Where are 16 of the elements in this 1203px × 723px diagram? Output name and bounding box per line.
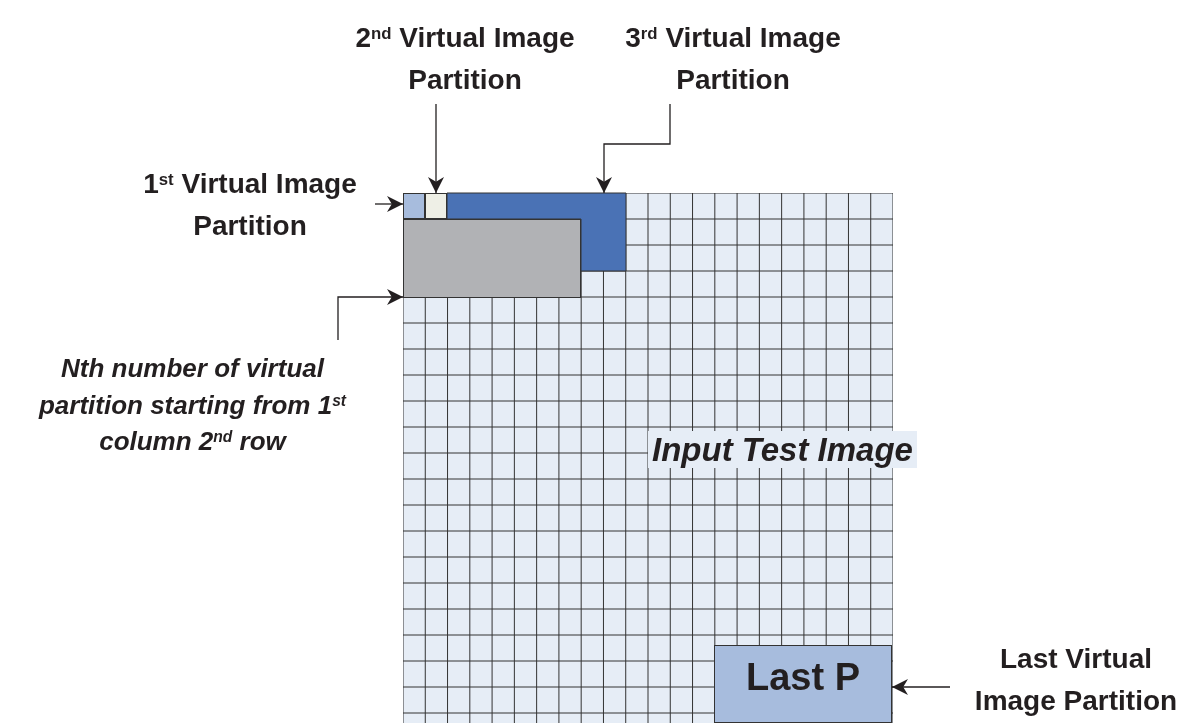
leader-arrow [596, 103, 671, 194]
callout-text: 3$^{rd}$ Virtual Image Partition [624, 21, 842, 97]
callout-text: 1$^{st}$ Virtual Image Partition [142, 167, 358, 243]
partition-cell [403, 193, 425, 219]
leader-arrow [337, 289, 404, 341]
callout-text: 2$^{nd}$ Virtual Image Partition [354, 21, 576, 97]
partition-label: Last P [745, 658, 860, 696]
callout-text: Last Virtual Image Partition [973, 642, 1179, 718]
leader-arrow [428, 103, 444, 194]
leader-arrow [374, 196, 404, 212]
callout-text: Nth number of virtual partition starting from 1$^{st}$ column 2$^{nd}$ row [37, 352, 348, 459]
leader-arrow [891, 679, 951, 695]
partition-block [714, 645, 892, 723]
partition-cell [425, 193, 447, 219]
image-title: Input Test Image [648, 431, 917, 468]
partition-block [403, 219, 581, 298]
